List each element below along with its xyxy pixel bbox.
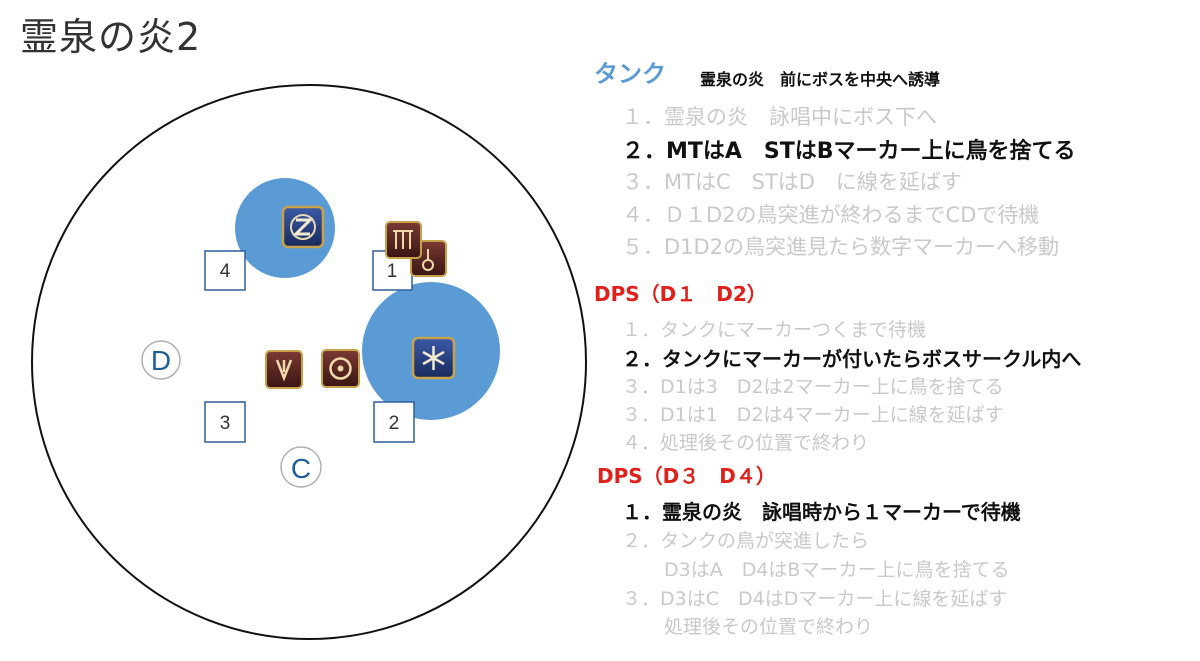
dps-d1-d2-step-2: ２．タンクにマーカーが付いたらボスサークル内へ bbox=[622, 347, 1082, 371]
healer-job-icon-star bbox=[411, 336, 456, 380]
dps-d3-d4-step-1: １．霊泉の炎 詠唱時から１マーカーで待機 bbox=[622, 500, 1021, 524]
tank-step-5: ５．D1D2の鳥突進見たら数字マーカーへ移動 bbox=[622, 235, 1060, 259]
dps-d1-d2-step-3b: ３．D1は1 D2は4マーカー上に線を延ばす bbox=[622, 404, 1004, 426]
svg-text:1: 1 bbox=[387, 261, 398, 282]
waymark-d: D bbox=[141, 340, 181, 380]
healer-job-icon-ring bbox=[321, 349, 360, 388]
melee-job-icon-arrow bbox=[265, 350, 303, 389]
dps-d3-d4-step-2-detail: D3はA D4はBマーカー上に鳥を捨てる bbox=[664, 559, 1010, 581]
dps-d3-d4-step-3-detail: 処理後その位置で終わり bbox=[664, 616, 874, 638]
tank-step-4: ４．Ｄ１D2の鳥突進が終わるまでCDで待機 bbox=[622, 203, 1040, 227]
waymark-c: C bbox=[280, 446, 322, 488]
svg-text:2: 2 bbox=[389, 413, 400, 434]
dps-d3-d4-step-2: ２．タンクの鳥が突進したら bbox=[622, 530, 870, 552]
tank-job-icon-z bbox=[281, 205, 325, 249]
tank-step-3: ３．MTはC STはD に線を延ばす bbox=[622, 170, 962, 194]
tank-section-label: タンク bbox=[594, 60, 666, 88]
tank-section-note: 霊泉の炎 前にボスを中央へ誘導 bbox=[700, 70, 941, 89]
marker-4: 4 bbox=[204, 250, 246, 291]
marker-3: 3 bbox=[204, 401, 246, 443]
svg-text:C: C bbox=[291, 453, 311, 484]
tank-step-1: １．霊泉の炎 詠唱中にボス下へ bbox=[622, 105, 937, 129]
svg-text:3: 3 bbox=[220, 413, 231, 434]
dps-d1-d2-step-3: ３．D1は3 D2は2マーカー上に鳥を捨てる bbox=[622, 376, 1004, 398]
dps-d1-d2-step-1: １．タンクにマーカーつくまで待機 bbox=[622, 319, 927, 341]
dps-d3-d4-step-3: ３．D3はC D4はDマーカー上に線を延ばす bbox=[622, 588, 1008, 610]
dps-d3-d4-section-label: DPS（D３ D４） bbox=[597, 464, 776, 488]
dps-d1-d2-step-4: ４．処理後その位置で終わり bbox=[622, 432, 870, 454]
tank-job-icon-bars bbox=[385, 221, 422, 259]
arena-diagram: 4 1 3 2 D C bbox=[31, 84, 587, 640]
svg-text:D: D bbox=[151, 345, 171, 376]
dps-d1-d2-section-label: DPS（D１ D2） bbox=[594, 282, 767, 306]
tank-step-2: ２．MTはA STはBマーカー上に鳥を捨てる bbox=[622, 139, 1076, 164]
page-title: 霊泉の炎2 bbox=[20, 15, 202, 59]
svg-text:4: 4 bbox=[220, 261, 231, 282]
marker-2: 2 bbox=[373, 401, 415, 443]
arena-circle bbox=[31, 84, 587, 640]
